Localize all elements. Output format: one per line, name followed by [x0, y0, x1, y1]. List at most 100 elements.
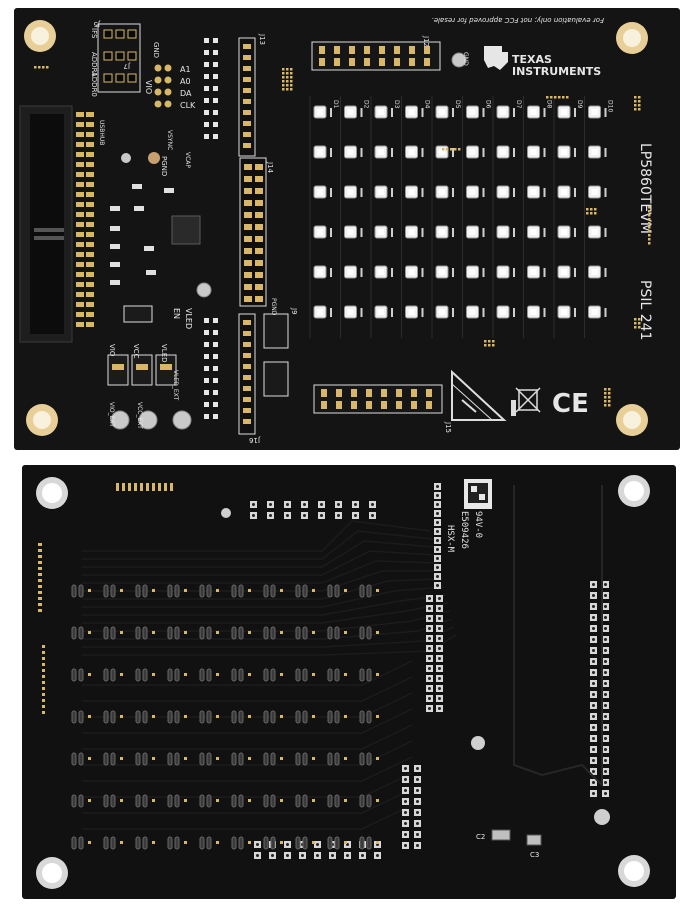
drill	[604, 726, 607, 729]
resistor-array-upper	[204, 38, 218, 139]
led-lens	[347, 189, 354, 195]
gold-pad	[184, 715, 187, 718]
led-back-pad	[71, 584, 77, 598]
gold-pad	[484, 340, 487, 343]
led-silk-mark	[574, 108, 576, 117]
gold-pad	[590, 212, 593, 215]
gold-pad	[38, 561, 42, 564]
edge-pin	[86, 172, 94, 177]
led-back-pad	[167, 626, 173, 640]
smd-resistor	[134, 206, 144, 211]
led-column-label: D6	[485, 100, 492, 109]
trace	[82, 560, 439, 584]
header-pin	[394, 46, 400, 54]
led-silk-mark	[391, 228, 393, 237]
edge-connector-pins	[76, 112, 94, 327]
led-silk-mark	[391, 268, 393, 277]
drill	[592, 594, 595, 597]
led-lens	[500, 189, 506, 195]
gold-pad	[280, 631, 283, 634]
drill	[436, 548, 439, 551]
resistor	[204, 318, 209, 323]
led-back-pad	[366, 710, 372, 724]
trace	[82, 550, 437, 576]
gold-pad	[42, 693, 45, 696]
led-back-pad	[206, 584, 212, 598]
led-back-pad	[295, 626, 301, 640]
led-back-pad	[238, 710, 244, 724]
led-back-pad	[302, 752, 308, 766]
drill	[438, 617, 441, 620]
gold-pad	[442, 148, 445, 151]
resistor	[204, 414, 209, 419]
led-back-pad	[270, 626, 276, 640]
led-silk-mark	[452, 148, 454, 157]
drill	[592, 781, 595, 784]
gold-pad	[634, 326, 637, 329]
drill	[592, 671, 595, 674]
drill	[438, 677, 441, 680]
gold-pad	[42, 705, 45, 708]
label-da: DA	[180, 89, 192, 98]
gold-pad	[164, 483, 167, 491]
smd-resistor	[110, 244, 120, 249]
led-back-pad	[238, 836, 244, 850]
header-pin	[255, 236, 263, 242]
gold-pad	[38, 603, 42, 606]
drill	[604, 671, 607, 674]
gold-pad	[312, 841, 315, 844]
bus-pin	[154, 64, 162, 72]
gold-pad	[42, 687, 45, 690]
led-back-pad	[295, 752, 301, 766]
gold-pad	[290, 88, 293, 91]
led-lens	[561, 149, 567, 155]
drill	[592, 792, 595, 795]
drill	[416, 767, 419, 770]
led-silk-mark	[330, 148, 332, 157]
led-back-pad	[199, 584, 205, 598]
led-back-pad	[71, 752, 77, 766]
gold-pad	[88, 841, 91, 844]
trace	[82, 724, 413, 750]
label-a1: A1	[180, 65, 191, 74]
mount-holes-top	[24, 20, 648, 436]
led-column-label: D9	[576, 100, 583, 109]
edge-pin	[76, 212, 84, 217]
gold-pad	[42, 699, 45, 702]
led-back-pad	[263, 836, 269, 850]
drill	[371, 514, 374, 517]
gold-pad	[638, 318, 641, 321]
drill	[592, 704, 595, 707]
led-lens	[317, 269, 323, 275]
gold-pad	[152, 757, 155, 760]
led-back-pad	[295, 668, 301, 682]
header-j12	[311, 41, 441, 71]
label-clk: CLK	[180, 101, 196, 110]
led-back-pad	[71, 710, 77, 724]
led-back-pad	[366, 794, 372, 808]
led-back-pad	[263, 584, 269, 598]
drill	[604, 759, 607, 762]
header-pin	[244, 200, 252, 206]
gold-pad	[280, 715, 283, 718]
gold-pad	[120, 631, 123, 634]
gold-pad	[290, 80, 293, 83]
gold-pad	[634, 108, 637, 111]
led-silk-mark	[513, 108, 515, 117]
gold-pad	[38, 609, 42, 612]
gold-pad	[88, 589, 91, 592]
gold-pad	[248, 757, 251, 760]
gold-pad	[344, 631, 347, 634]
bus-pin	[164, 64, 172, 72]
led-back-pad	[270, 668, 276, 682]
gold-pad	[152, 673, 155, 676]
led-back-pad	[270, 752, 276, 766]
gold-pad	[376, 631, 379, 634]
label-en: EN	[172, 308, 181, 319]
edge-pin	[86, 312, 94, 317]
drill	[604, 605, 607, 608]
led-back-pad	[142, 752, 148, 766]
resistor	[204, 330, 209, 335]
gold-pad	[604, 400, 607, 403]
